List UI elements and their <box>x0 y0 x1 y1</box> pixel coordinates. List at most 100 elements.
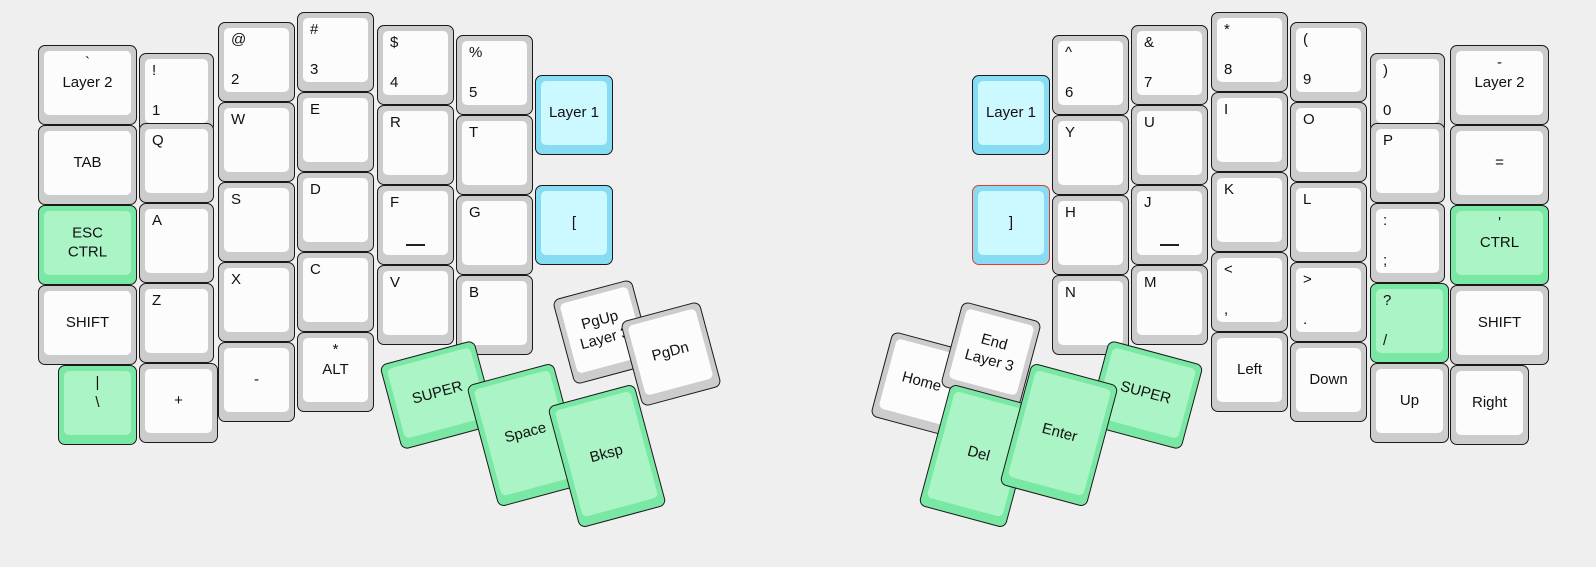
key-comma-lt-cap: <, <box>1217 258 1282 322</box>
key-2-at-legend-1: 2 <box>231 71 240 89</box>
key-8-star[interactable]: *8 <box>1211 12 1288 92</box>
key-t-cap: T <box>462 121 527 185</box>
key-slash-question-cap: ?/ <box>1376 289 1443 353</box>
key-e[interactable]: E <box>297 92 374 172</box>
key-minus[interactable]: - <box>218 342 295 422</box>
key-l[interactable]: L <box>1290 182 1367 262</box>
key-1-exclaim-legend-1: 1 <box>152 102 161 120</box>
key-z[interactable]: Z <box>139 283 214 363</box>
key-5-percent[interactable]: %5 <box>456 35 533 115</box>
key-6-caret-legend-1: 6 <box>1065 84 1074 102</box>
key-7-amp-legend-1: 7 <box>1144 74 1153 92</box>
key-f[interactable]: F <box>377 185 454 265</box>
key-minus-layer2-legend-0: - <box>1497 54 1502 71</box>
key-esc-ctrl[interactable]: ESC CTRL <box>38 205 137 285</box>
key-bracket-right[interactable]: ] <box>972 185 1050 265</box>
key-equals[interactable]: = <box>1450 125 1549 205</box>
key-2-at[interactable]: @2 <box>218 22 295 102</box>
key-layer1-left[interactable]: Layer 1 <box>535 75 613 155</box>
key-3-hash-cap: #3 <box>303 18 368 82</box>
key-grave-layer2[interactable]: `Layer 2 <box>38 45 137 125</box>
key-m-cap: M <box>1137 271 1202 335</box>
key-c[interactable]: C <box>297 252 374 332</box>
key-k[interactable]: K <box>1211 172 1288 252</box>
key-d[interactable]: D <box>297 172 374 252</box>
key-o[interactable]: O <box>1290 102 1367 182</box>
key-v[interactable]: V <box>377 265 454 345</box>
key-pgdn-cap: PgDn <box>627 308 714 396</box>
key-shift-right[interactable]: SHIFT <box>1450 285 1549 365</box>
key-l-legend-0: L <box>1303 191 1312 208</box>
key-p[interactable]: P <box>1370 123 1445 203</box>
key-6-caret[interactable]: ^6 <box>1052 35 1129 115</box>
key-t[interactable]: T <box>456 115 533 195</box>
key-b-cap: B <box>462 281 527 345</box>
key-comma-lt[interactable]: <, <box>1211 252 1288 332</box>
key-g-cap: G <box>462 201 527 265</box>
key-slash-question[interactable]: ?/ <box>1370 283 1449 363</box>
key-down[interactable]: Down <box>1290 342 1367 422</box>
key-e-cap: E <box>303 98 368 162</box>
key-enter-legend-0: Enter <box>1040 419 1080 446</box>
key-period-gt-legend-0: > <box>1303 271 1312 288</box>
key-layer1-right[interactable]: Layer 1 <box>972 75 1050 155</box>
key-9-paren-legend-0: ( <box>1303 31 1308 48</box>
key-w[interactable]: W <box>218 102 295 182</box>
key-4-dollar-legend-1: 4 <box>390 74 399 92</box>
key-4-dollar-cap: $4 <box>383 31 448 95</box>
key-j-cap: J <box>1137 191 1202 255</box>
key-left[interactable]: Left <box>1211 332 1288 412</box>
key-tab[interactable]: TAB <box>38 125 137 205</box>
key-4-dollar-legend-0: $ <box>390 34 399 51</box>
key-j-homing-bar <box>1160 243 1179 246</box>
key-m-legend-0: M <box>1144 274 1157 291</box>
key-pipe-backslash[interactable]: |\ <box>58 365 137 445</box>
key-3-hash[interactable]: #3 <box>297 12 374 92</box>
key-9-paren[interactable]: (9 <box>1290 22 1367 102</box>
key-semicolon[interactable]: :; <box>1370 203 1445 283</box>
key-equals-cap: = <box>1456 131 1543 195</box>
key-u[interactable]: U <box>1131 105 1208 185</box>
key-star-alt[interactable]: *ALT <box>297 332 374 412</box>
key-f-cap: F <box>383 191 448 255</box>
key-semicolon-legend-0: : <box>1383 212 1388 229</box>
key-z-cap: Z <box>145 289 208 353</box>
key-s[interactable]: S <box>218 182 295 262</box>
key-bracket-left[interactable]: [ <box>535 185 613 265</box>
key-h[interactable]: H <box>1052 195 1129 275</box>
key-q[interactable]: Q <box>139 123 214 203</box>
key-quote-ctrl[interactable]: 'CTRL <box>1450 205 1549 285</box>
key-up[interactable]: Up <box>1370 363 1449 443</box>
key-tab-legend-0: TAB <box>73 154 102 172</box>
key-4-dollar[interactable]: $4 <box>377 25 454 105</box>
key-a-cap: A <box>145 209 208 273</box>
key-s-legend-0: S <box>231 191 242 208</box>
key-a[interactable]: A <box>139 203 214 283</box>
key-m[interactable]: M <box>1131 265 1208 345</box>
key-plus[interactable]: + <box>139 363 218 443</box>
key-i[interactable]: I <box>1211 92 1288 172</box>
key-right[interactable]: Right <box>1450 365 1529 445</box>
key-shift-right-cap: SHIFT <box>1456 291 1543 355</box>
key-r[interactable]: R <box>377 105 454 185</box>
key-shift-left[interactable]: SHIFT <box>38 285 137 365</box>
key-y[interactable]: Y <box>1052 115 1129 195</box>
key-2-at-cap: @2 <box>224 28 289 92</box>
key-z-legend-0: Z <box>152 292 162 309</box>
key-period-gt[interactable]: >. <box>1290 262 1367 342</box>
key-1-exclaim[interactable]: !1 <box>139 53 214 133</box>
key-8-star-legend-0: * <box>1224 21 1230 38</box>
key-quote-ctrl-cap: 'CTRL <box>1456 211 1543 275</box>
key-j[interactable]: J <box>1131 185 1208 265</box>
key-grave-layer2-legend-0: ` <box>85 54 90 71</box>
key-t-legend-0: T <box>469 124 479 141</box>
key-0-paren[interactable]: )0 <box>1370 53 1445 133</box>
key-7-amp[interactable]: &7 <box>1131 25 1208 105</box>
key-x[interactable]: X <box>218 262 295 342</box>
key-g[interactable]: G <box>456 195 533 275</box>
key-left-legend-0: Left <box>1236 361 1263 379</box>
key-minus-layer2[interactable]: -Layer 2 <box>1450 45 1549 125</box>
key-pipe-backslash-cap: |\ <box>64 371 131 435</box>
key-0-paren-legend-1: 0 <box>1383 102 1392 120</box>
key-quote-ctrl-legend-1: CTRL <box>1479 234 1520 252</box>
